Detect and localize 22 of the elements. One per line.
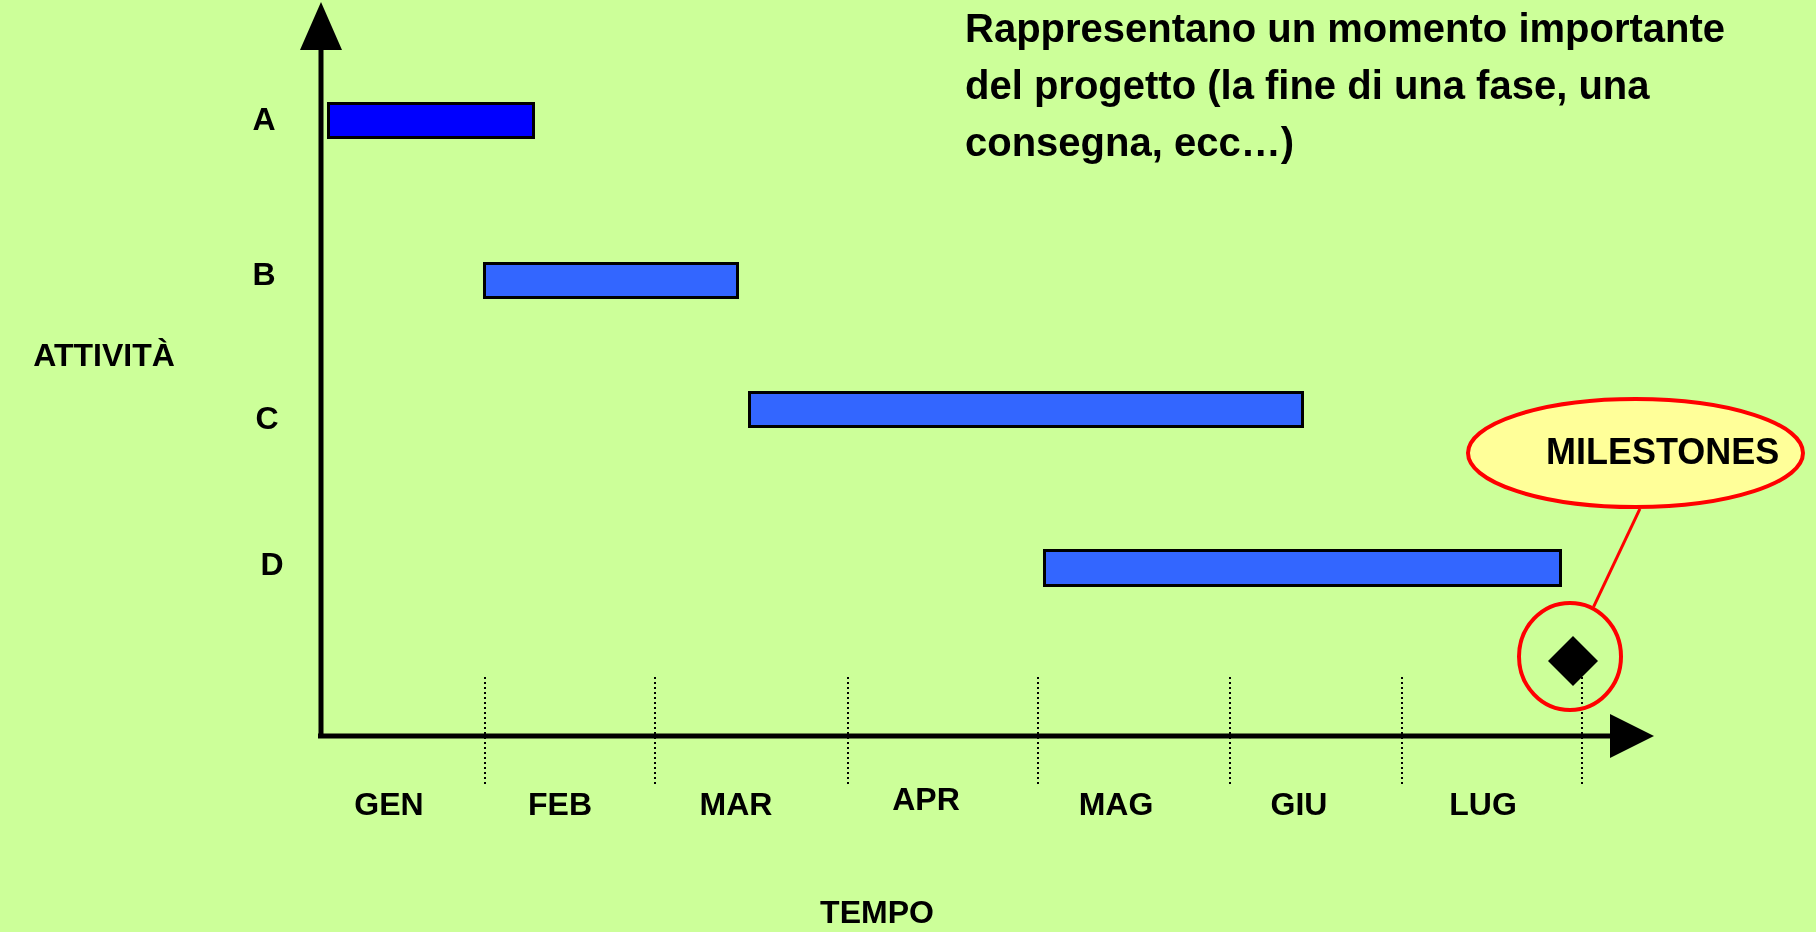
task-bar: [483, 262, 739, 299]
row-label: A: [252, 100, 276, 138]
month-label: GEN: [354, 785, 424, 823]
month-label: GIU: [1270, 785, 1328, 823]
leader-line: [1592, 508, 1642, 608]
axis-title: ATTIVITÀ: [33, 336, 175, 374]
month-label: MAR: [699, 785, 773, 823]
month-label: LUG: [1449, 785, 1517, 823]
axis-title: TEMPO: [820, 893, 934, 931]
month-label: MAG: [1078, 785, 1154, 823]
month-label: FEB: [528, 785, 592, 823]
month-label: APR: [892, 780, 960, 818]
task-bar: [748, 391, 1304, 428]
task-bar: [1043, 549, 1562, 587]
row-label: C: [255, 399, 279, 437]
callout-ellipse: [1466, 397, 1805, 509]
highlight-circle: [1517, 601, 1623, 712]
description-text: Rappresentano un momento importante del progetto (la fine di una fase, una consegna, ecc…): [965, 5, 1727, 166]
task-bar: [327, 102, 535, 139]
row-label: B: [252, 255, 276, 293]
row-label: D: [260, 545, 284, 583]
callout-label: MILESTONES: [1546, 431, 1780, 473]
